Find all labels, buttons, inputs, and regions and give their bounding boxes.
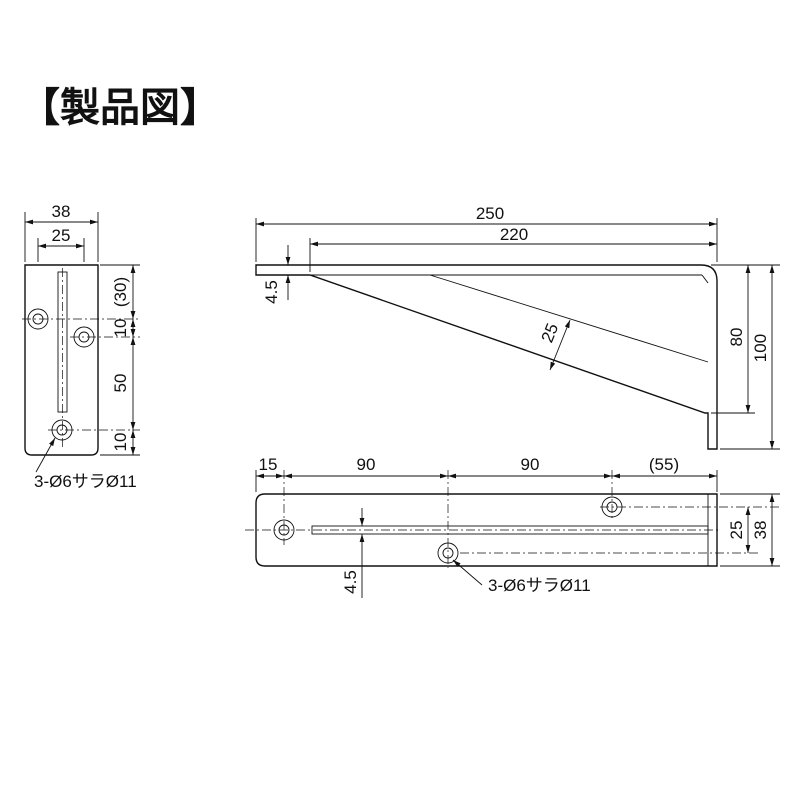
top-offset-last-label: (55)	[649, 455, 679, 474]
side-view: 38 25 (30) 10 50 10 3-Ø6サラØ11	[22, 202, 140, 491]
side-pitch-b-label: 50	[111, 374, 130, 393]
front-length-inner-label: 220	[500, 225, 528, 244]
side-plate-outline	[24, 264, 99, 456]
side-hole-note: 3-Ø6サラØ11	[34, 472, 137, 491]
side-pitch-top-label: (30)	[111, 277, 130, 307]
top-thickness-label: 4.5	[341, 570, 360, 594]
side-width-overall-label: 38	[52, 202, 71, 221]
top-hole-note: 3-Ø6サラØ11	[488, 576, 591, 595]
side-pitch-c-label: 10	[111, 433, 130, 452]
drawing-title: 【製品図】	[20, 85, 220, 131]
front-thickness-label: 4.5	[262, 280, 281, 304]
front-view: 250 220 4.5 25 80 100	[255, 204, 780, 450]
front-rib-width-label: 25	[538, 321, 563, 346]
top-width-inner-label: 25	[727, 521, 746, 540]
top-pitch-2-label: 90	[521, 455, 540, 474]
front-rib-edge	[429, 274, 709, 363]
top-plate-outline	[255, 493, 718, 567]
front-length-overall-label: 250	[476, 204, 504, 223]
front-bracket-outline	[255, 264, 718, 450]
top-width-overall-label: 38	[751, 521, 770, 540]
side-width-slot-label: 25	[52, 226, 71, 245]
front-height-inner-label: 80	[727, 328, 746, 347]
side-pitch-a-label: 10	[111, 319, 130, 338]
front-height-overall-label: 100	[751, 334, 770, 362]
top-pitch-1-label: 90	[357, 455, 376, 474]
top-view: 15 90 90 (55) 25 38 4.5 3-Ø6サラØ11	[245, 455, 780, 598]
top-offset-first-label: 15	[259, 455, 278, 474]
